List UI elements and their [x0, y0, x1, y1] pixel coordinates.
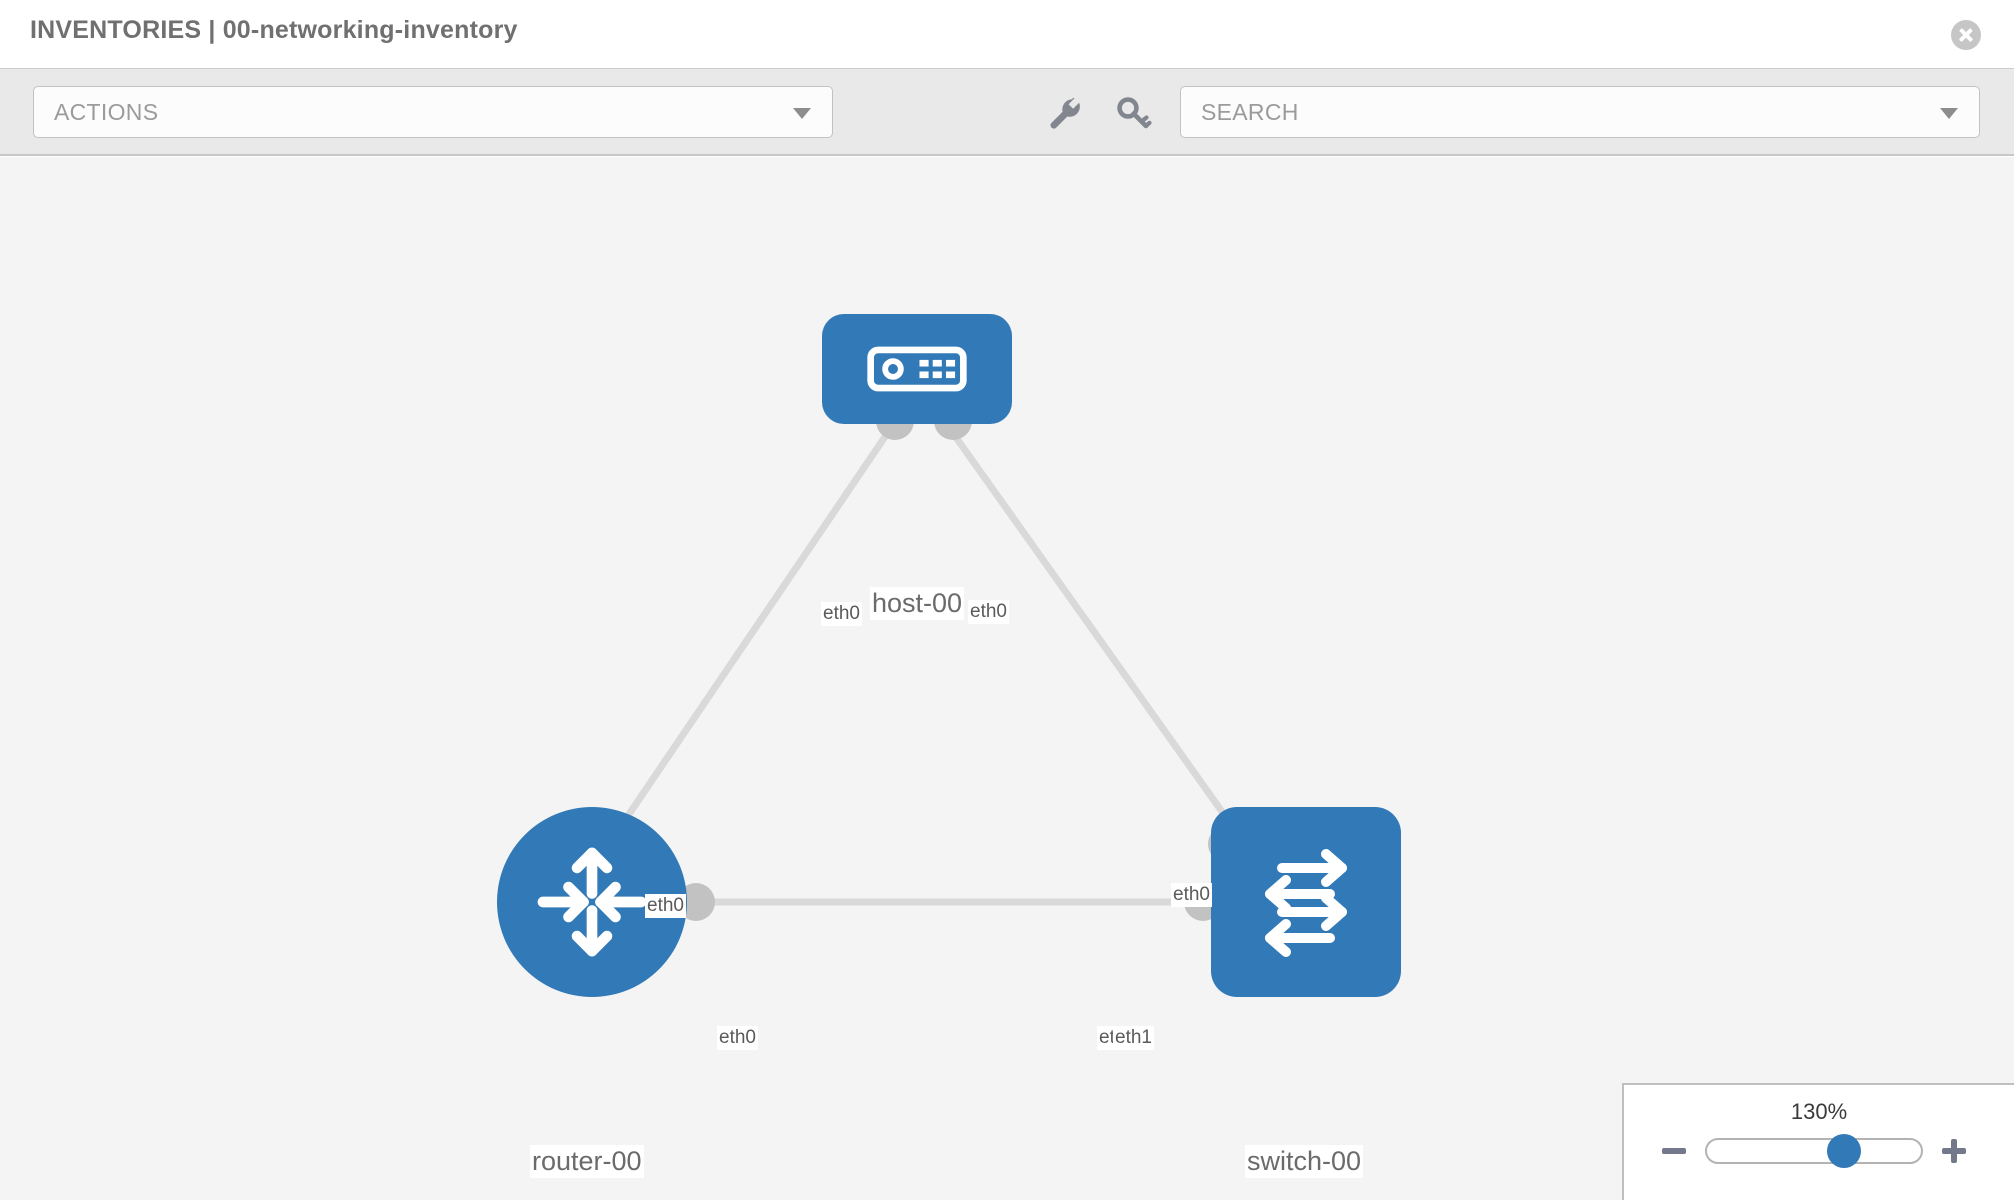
server-icon — [867, 346, 967, 392]
iface-label-router-right: eth0 — [717, 1026, 758, 1050]
router-icon — [537, 847, 647, 957]
chevron-down-icon — [1940, 108, 1958, 119]
zoom-control-panel: 130% — [1622, 1083, 2014, 1200]
node-label-switch: switch-00 — [1245, 1145, 1364, 1178]
search-placeholder: SEARCH — [1201, 99, 1299, 125]
zoom-out-button[interactable] — [1660, 1137, 1688, 1165]
node-switch-00[interactable] — [1211, 807, 1401, 997]
topology-canvas[interactable]: host-00 router-00 switch-00 eth0 eth0 et… — [0, 157, 2014, 1200]
toolbar: ACTIONS SEARCH — [0, 68, 2014, 156]
zoom-slider-track[interactable] — [1705, 1134, 1923, 1168]
zoom-slider-thumb[interactable] — [1826, 1134, 1861, 1168]
node-host-00[interactable] — [822, 314, 1012, 424]
actions-dropdown-value: ACTIONS — [54, 99, 159, 125]
close-icon[interactable] — [1951, 20, 1981, 50]
zoom-in-button[interactable] — [1940, 1137, 1968, 1165]
topology-edges — [596, 418, 1244, 906]
iface-label-host-right: eth0 — [968, 600, 1009, 624]
switch-icon — [1265, 849, 1347, 957]
wrench-icon[interactable] — [1045, 93, 1085, 133]
zoom-level-value: 130% — [1790, 1099, 1848, 1124]
iface-label-host-left: eth0 — [821, 602, 862, 626]
page-title: INVENTORIES | 00-networking-inventory — [30, 16, 518, 44]
iface-label-switch-left-b: eth1 — [1113, 1026, 1154, 1050]
edge-host-switch — [941, 418, 1244, 841]
iface-label-router-up: eth0 — [645, 894, 686, 918]
actions-dropdown[interactable]: ACTIONS — [33, 86, 833, 138]
node-label-host: host-00 — [870, 587, 965, 620]
key-icon[interactable] — [1113, 93, 1153, 133]
search-input[interactable]: SEARCH — [1180, 86, 1980, 138]
chevron-down-icon — [793, 108, 811, 119]
page-header: INVENTORIES | 00-networking-inventory — [0, 0, 2014, 68]
iface-label-switch-up: eth0 — [1171, 883, 1212, 907]
node-label-router: router-00 — [530, 1145, 644, 1178]
edge-host-router — [596, 418, 899, 861]
